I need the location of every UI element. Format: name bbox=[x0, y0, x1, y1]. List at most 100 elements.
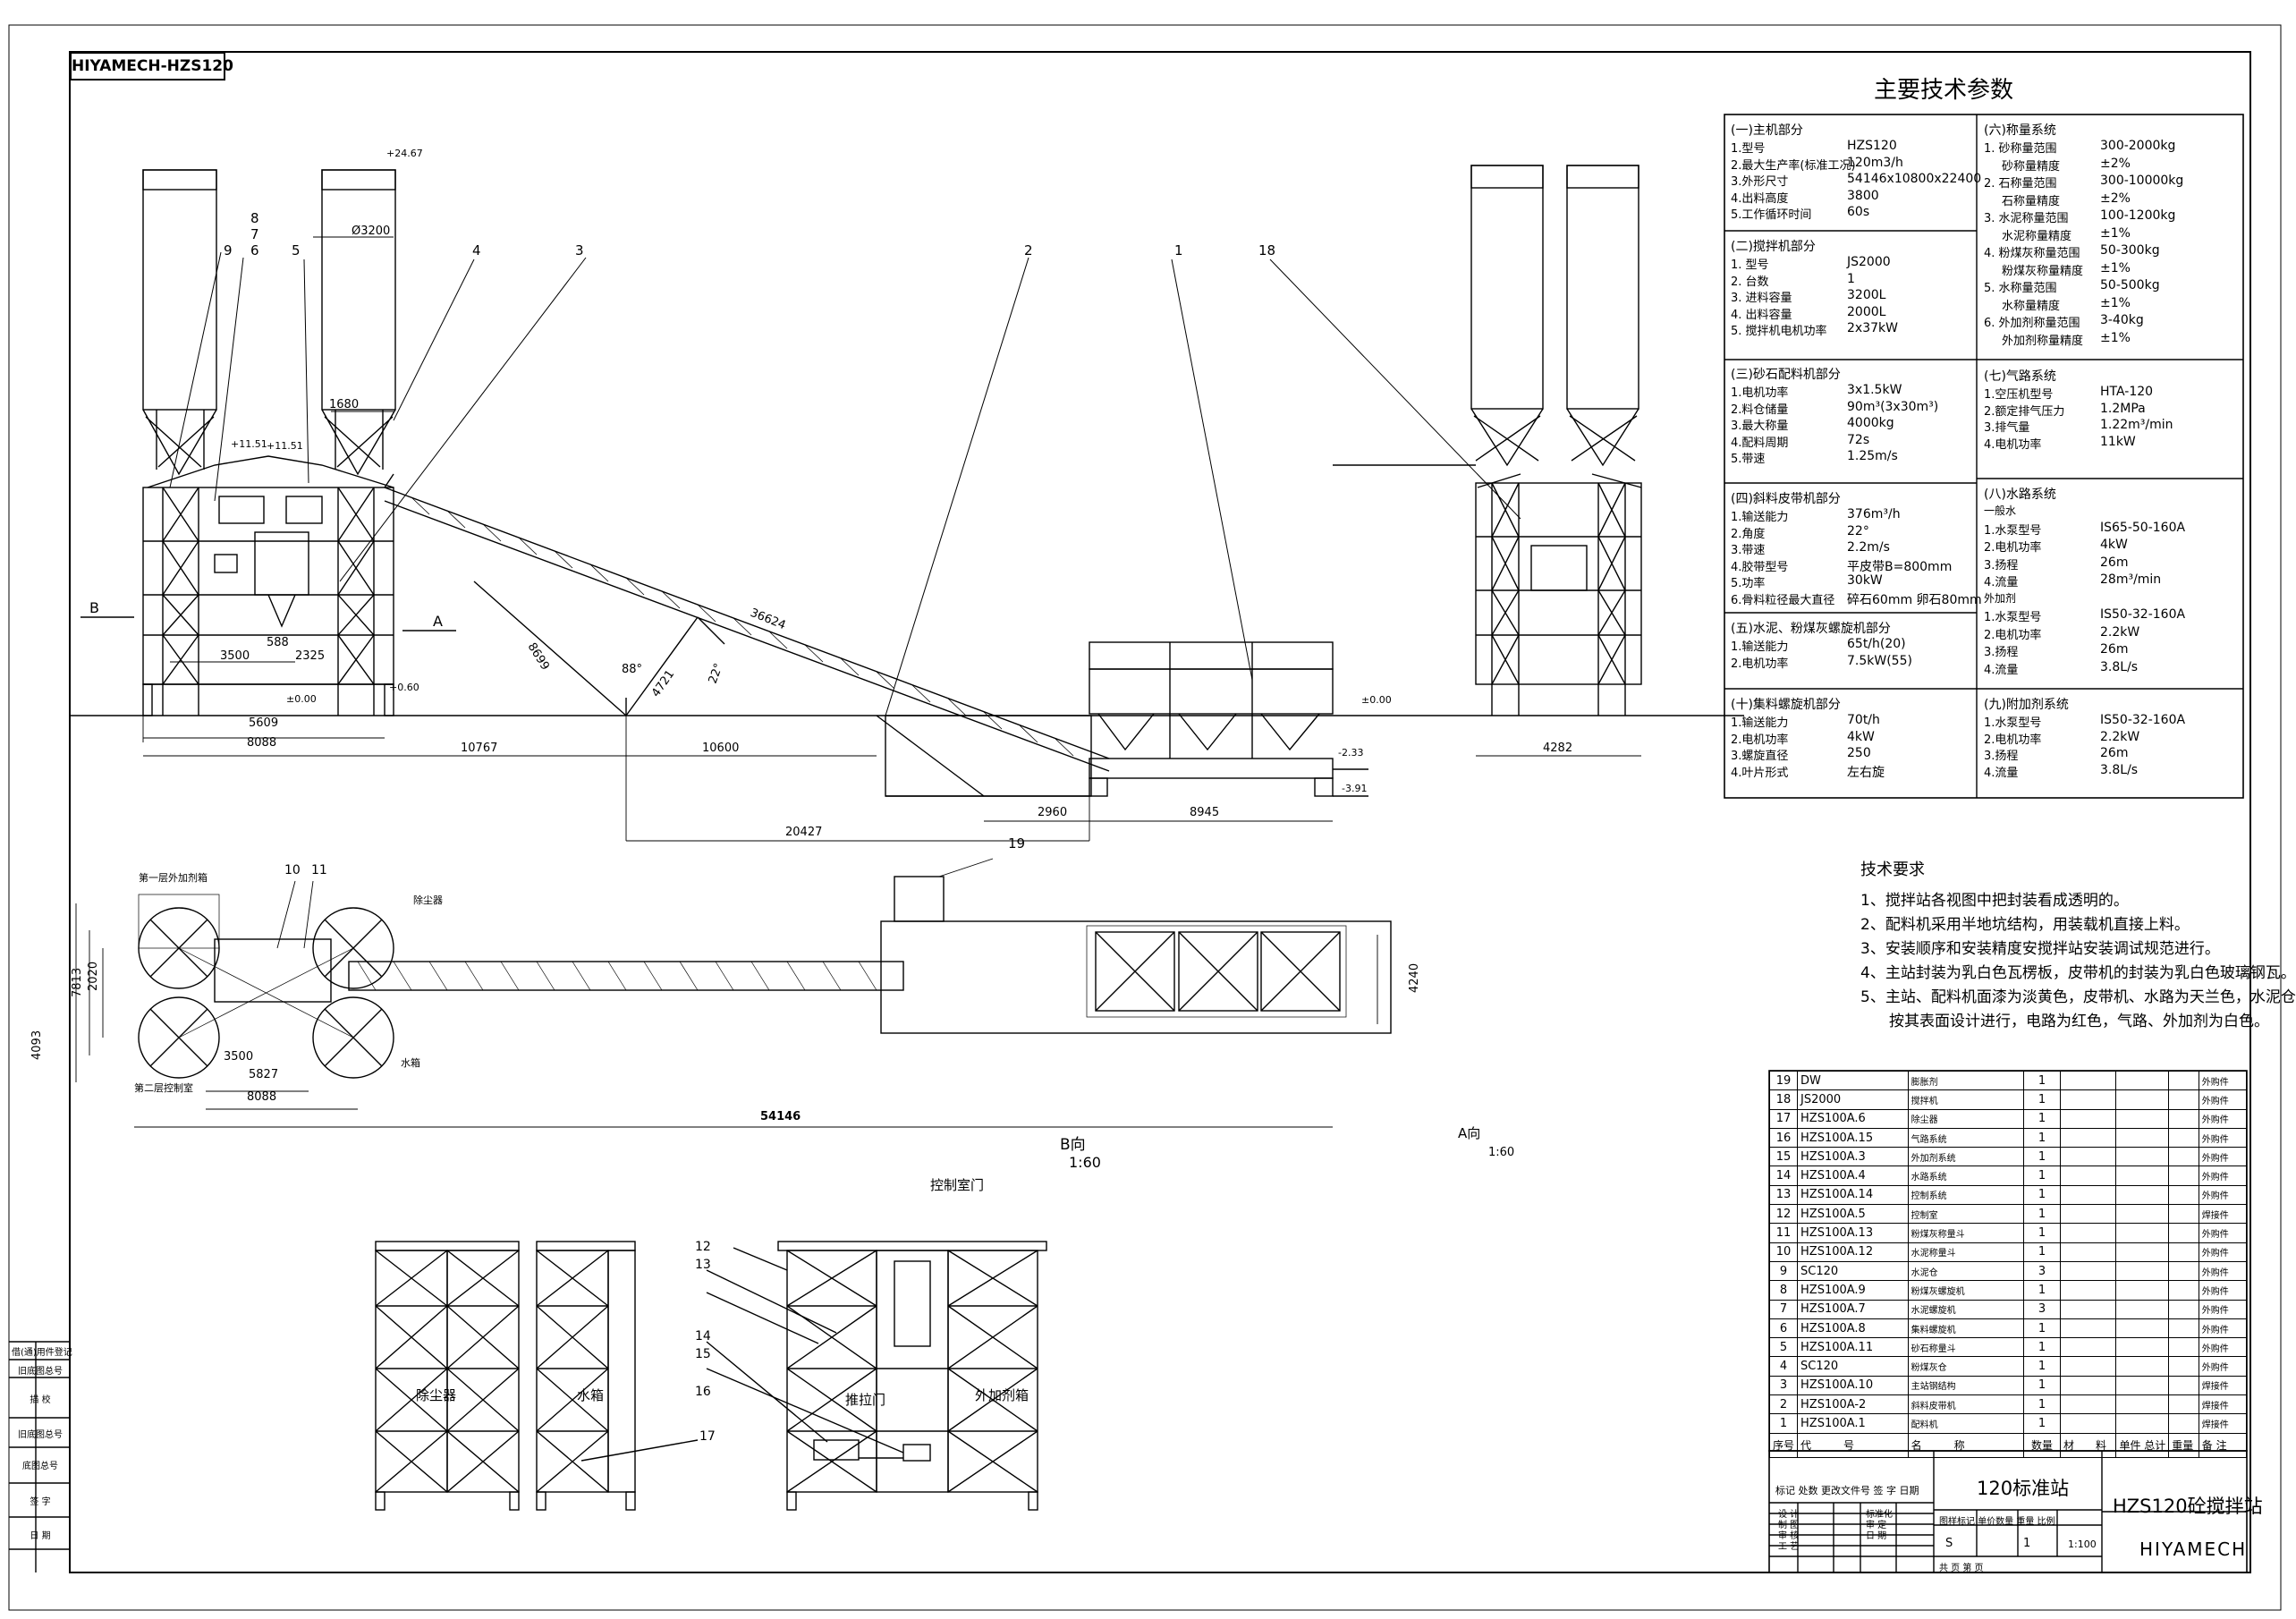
bom-cell: 1 bbox=[2022, 1318, 2061, 1339]
spec-row-value: HTA-120 bbox=[2100, 385, 2154, 399]
bom-header-cell: 代 号 bbox=[1797, 1432, 1909, 1458]
bom-cell: 外购件 bbox=[2198, 1127, 2248, 1149]
spec-row-value: ±1% bbox=[2100, 330, 2131, 345]
bom-cell: 焊接件 bbox=[2198, 1375, 2248, 1396]
bom-cell: HZS100A.13 bbox=[1797, 1223, 1909, 1243]
bom-cell: 19 bbox=[1768, 1070, 1799, 1091]
tb-product-name: HZS120砼搅拌站 bbox=[2113, 1496, 2263, 1517]
bom-header-cell: 序号 bbox=[1768, 1432, 1799, 1458]
bom-cell bbox=[2168, 1299, 2199, 1319]
spec-row-label: 6.骨料粒径最大直径 bbox=[1731, 593, 1835, 607]
dim-top-elevation: +24.67 bbox=[386, 148, 423, 159]
bom-cell: 配料机 bbox=[1907, 1413, 2024, 1434]
bom-header-cell: 名 称 bbox=[1907, 1432, 2024, 1458]
dim-8699: 8699 bbox=[525, 640, 552, 673]
spec-row-label: 一般水 bbox=[1984, 504, 2017, 517]
spec-row-label: 水泥称量精度 bbox=[2002, 229, 2072, 243]
bom-cell: 水泥仓 bbox=[1907, 1260, 2024, 1282]
spec-panel-title: (七)气路系统 bbox=[1984, 369, 2056, 384]
bom-cell: HZS100A.8 bbox=[1797, 1318, 1909, 1339]
bom-cell bbox=[2168, 1413, 2199, 1434]
bom-cell: 1 bbox=[2022, 1089, 2061, 1110]
spec-row-label: 3.排气量 bbox=[1984, 421, 2030, 435]
bom-cell: 4 bbox=[1768, 1356, 1799, 1377]
spec-row-value: 3.8L/s bbox=[2100, 659, 2139, 674]
dim-2960: 2960 bbox=[1038, 806, 1067, 819]
bom-cell bbox=[2168, 1375, 2199, 1396]
spec-row-label: 5.带速 bbox=[1731, 453, 1766, 466]
bom-header-cell: 数量 bbox=[2022, 1432, 2061, 1458]
bom-cell bbox=[2059, 1337, 2117, 1358]
dim-4282: 4282 bbox=[1543, 742, 1572, 755]
spec-row-value: 72s bbox=[1847, 432, 1870, 447]
side-label-water: 水箱 bbox=[577, 1387, 604, 1403]
spec-row-label: 粉煤灰称量精度 bbox=[2002, 264, 2084, 278]
bom-cell bbox=[2115, 1242, 2170, 1262]
requirements-title: 技术要求 bbox=[1860, 860, 1925, 879]
tb-roles-2: 标准化审 定日 期 bbox=[1866, 1510, 1893, 1542]
bom-cell: 外购件 bbox=[2198, 1147, 2248, 1167]
bom-cell: HZS100A.9 bbox=[1797, 1280, 1909, 1301]
callout-15: 15 bbox=[695, 1347, 711, 1361]
bom-cell: 焊接件 bbox=[2198, 1394, 2248, 1415]
spec-row-label: 外加剂称量精度 bbox=[2002, 334, 2084, 348]
requirement-item: 3、安装顺序和安装精度安搅拌站安装调试规范进行。 bbox=[1860, 940, 2220, 958]
callout-18: 18 bbox=[1258, 242, 1275, 259]
tb-pages: 共 页 第 页 bbox=[1939, 1564, 1984, 1573]
bom-cell bbox=[2059, 1204, 2117, 1225]
spec-row-value: 50-500kg bbox=[2100, 278, 2160, 292]
bom-cell: 外购件 bbox=[2198, 1280, 2248, 1301]
callout-9: 9 bbox=[224, 242, 233, 259]
spec-row-value: 376m³/h bbox=[1847, 507, 1901, 521]
spec-row-value: 1 bbox=[1847, 271, 1855, 286]
bom-cell: HZS100A.15 bbox=[1797, 1127, 1909, 1149]
spec-row-value: 90m³(3x30m³) bbox=[1847, 399, 1939, 414]
bom-cell: 11 bbox=[1768, 1223, 1799, 1243]
bom-cell bbox=[2115, 1375, 2170, 1396]
spec-row-value: ±2% bbox=[2100, 191, 2131, 206]
dim-36624: 36624 bbox=[749, 606, 788, 632]
bom-cell bbox=[2115, 1127, 2170, 1149]
requirement-item: 4、主站封装为乳白色瓦楞板，皮带机的封装为乳白色玻璃钢瓦。 bbox=[1860, 964, 2296, 982]
bom-cell bbox=[2168, 1260, 2199, 1282]
bom-cell: SC120 bbox=[1797, 1260, 1909, 1282]
bom-cell: JS2000 bbox=[1797, 1089, 1909, 1110]
bom-cell bbox=[2168, 1337, 2199, 1358]
bom-cell bbox=[2115, 1356, 2170, 1377]
callout-12: 12 bbox=[695, 1240, 711, 1254]
dim-4093: 4093 bbox=[30, 1030, 44, 1060]
spec-row-value: JS2000 bbox=[1847, 255, 1891, 269]
dim-4240: 4240 bbox=[1408, 963, 1421, 993]
spec-row-label: 1.水泵型号 bbox=[1984, 611, 2042, 624]
spec-panel-title: (二)搅拌机部分 bbox=[1731, 240, 1816, 254]
bom-cell bbox=[2115, 1413, 2170, 1434]
spec-row-value: 2000L bbox=[1847, 304, 1886, 319]
bom-cell bbox=[2168, 1242, 2199, 1262]
elev-060: +0.60 bbox=[389, 682, 419, 693]
section-mark-a: A bbox=[433, 613, 443, 630]
bom-cell bbox=[2115, 1204, 2170, 1225]
bom-cell: 搅拌机 bbox=[1907, 1089, 2024, 1110]
bom-cell bbox=[2168, 1223, 2199, 1243]
spec-row-label: 2.电机功率 bbox=[1984, 628, 2042, 642]
bom-cell: 1 bbox=[2022, 1394, 2061, 1415]
bom-cell bbox=[2115, 1108, 2170, 1129]
spec-row-label: 2.角度 bbox=[1731, 527, 1766, 541]
spec-panel-title: (三)砂石配料机部分 bbox=[1731, 368, 1841, 382]
sheet-tag: HIYAMECH-HZS120 bbox=[70, 52, 233, 81]
bom-cell bbox=[2059, 1127, 2117, 1149]
dim-20427: 20427 bbox=[785, 826, 822, 839]
elev-neg233: -2.33 bbox=[1338, 747, 1363, 759]
bom-cell: 粉煤灰仓 bbox=[1907, 1356, 2024, 1377]
spec-row-label: 3.最大称量 bbox=[1731, 420, 1789, 433]
bom-cell bbox=[2059, 1318, 2117, 1339]
